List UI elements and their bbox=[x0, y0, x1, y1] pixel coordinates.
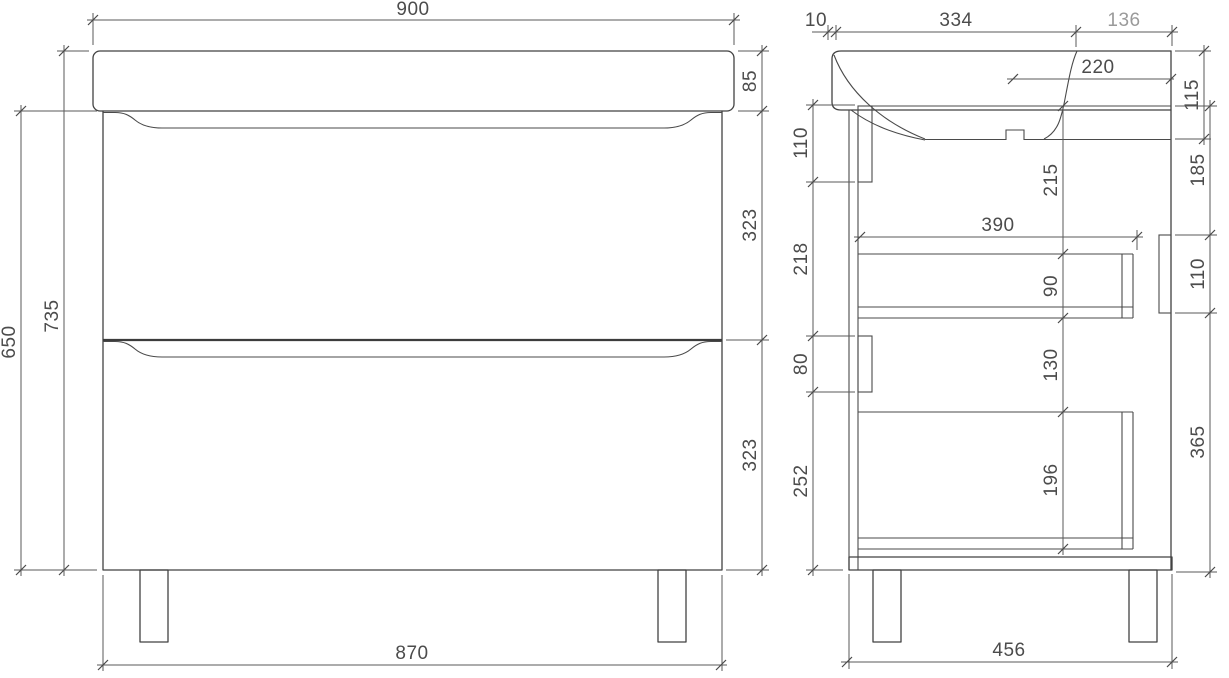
side-sink-outline bbox=[831, 50, 1172, 111]
dim-drawer-inner-depth: 390 bbox=[981, 215, 1014, 236]
side-bottom-slab bbox=[848, 556, 1173, 571]
side-basin-back-curve bbox=[833, 54, 926, 140]
front-top-handle-groove bbox=[103, 111, 722, 129]
dim-sink-height: 85 bbox=[740, 70, 761, 92]
side-handle-recess bbox=[1158, 234, 1172, 314]
dim-apron-to-recess: 185 bbox=[1188, 153, 1209, 186]
side-outline bbox=[831, 50, 1173, 643]
dim-bottom-depth: 456 bbox=[992, 640, 1025, 661]
dim-back-gap: 10 bbox=[805, 10, 827, 31]
dim-basin-to-drawer: 215 bbox=[1041, 163, 1062, 196]
front-view: 900 85 323 323 735 6 bbox=[0, 0, 769, 671]
front-right-leg bbox=[657, 569, 687, 643]
dim-top-depth: 334 bbox=[939, 10, 972, 31]
side-basin-underside-curve bbox=[850, 109, 926, 141]
side-basin-bottom bbox=[925, 129, 1171, 141]
dim-overall-height: 735 bbox=[42, 299, 63, 332]
side-lower-rail-block bbox=[857, 335, 873, 393]
dim-drain-to-front: 220 bbox=[1081, 57, 1114, 78]
side-basin-front-curve bbox=[1043, 50, 1078, 140]
dim-recess-to-floor: 365 bbox=[1188, 425, 1209, 458]
dim-rail-lower: 80 bbox=[791, 353, 812, 375]
side-front-leg bbox=[1128, 569, 1158, 643]
dim-body-height: 650 bbox=[0, 325, 20, 358]
front-left-leg bbox=[139, 569, 169, 643]
dim-drawer-gap: 130 bbox=[1041, 348, 1062, 381]
dim-body-width: 870 bbox=[395, 643, 428, 664]
dim-sink-front: 115 bbox=[1182, 79, 1203, 111]
front-sink-outline bbox=[92, 50, 735, 112]
dim-front-overhang: 136 bbox=[1107, 10, 1140, 31]
side-dimensions: 10 334 136 220 110 218 80 252 bbox=[791, 10, 1217, 669]
side-upper-rail-block bbox=[857, 105, 873, 183]
dim-rail-to-bottom: 252 bbox=[791, 464, 812, 497]
front-outline bbox=[92, 50, 735, 643]
dim-rail-spacing: 218 bbox=[791, 242, 812, 275]
side-view: 10 334 136 220 110 218 80 252 bbox=[791, 10, 1217, 669]
dim-drawer1-side: 90 bbox=[1041, 275, 1062, 297]
dim-upper-section: 323 bbox=[740, 208, 761, 241]
dim-handle-recess: 110 bbox=[1188, 258, 1209, 290]
dim-rail-upper: 110 bbox=[791, 127, 812, 159]
front-dimensions: 900 85 323 323 735 6 bbox=[0, 0, 769, 671]
front-middle-handle-groove bbox=[103, 340, 722, 358]
dim-drawer2-side: 196 bbox=[1041, 463, 1062, 496]
dim-lower-section: 323 bbox=[740, 438, 761, 471]
side-back-leg bbox=[872, 569, 902, 643]
dim-overall-width: 900 bbox=[396, 0, 429, 20]
